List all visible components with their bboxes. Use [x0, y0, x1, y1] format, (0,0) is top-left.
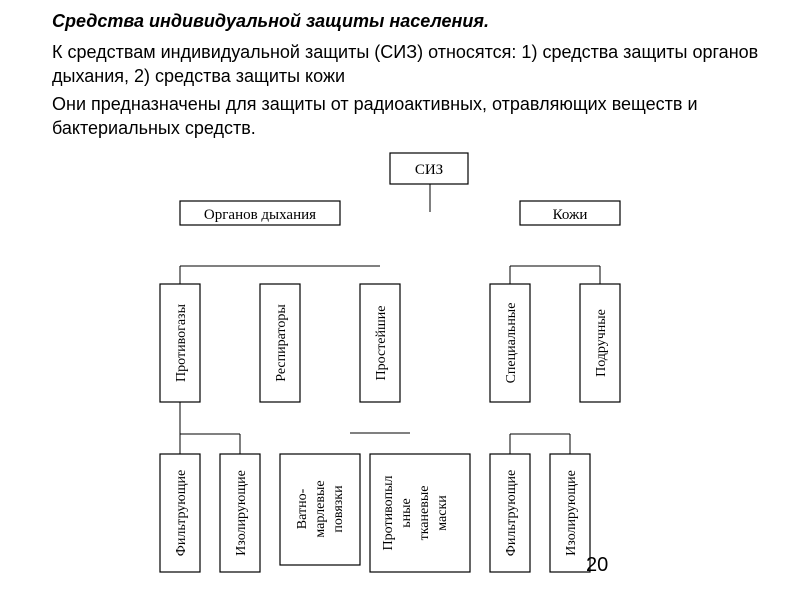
node-special-filtering-label: Фильтрующие	[504, 470, 519, 556]
node-gasmask-isolating: Изолирующие	[219, 453, 261, 573]
node-respirators: Респираторы	[259, 283, 301, 403]
page-number: 20	[586, 554, 609, 576]
node-special-filtering: Фильтрующие	[489, 453, 531, 573]
node-dust-masks-line-4: маски	[435, 495, 450, 531]
intro-paragraph: К средствам индивидуальной защиты (СИЗ) …	[52, 42, 759, 86]
node-dust-masks-line-3: тканевые	[417, 486, 432, 541]
node-breathing-label: Органов дыхания	[204, 207, 316, 223]
node-dust-masks: Противопыл ьные тканевые маски	[369, 453, 471, 573]
node-improvised-label: Подручные	[594, 309, 609, 377]
node-gasmask-filtering-label: Фильтрующие	[174, 470, 189, 556]
node-root: СИЗ	[389, 152, 469, 185]
node-root-label: СИЗ	[415, 162, 443, 178]
node-cotton-gauze-line-1: Ватно-	[295, 488, 310, 529]
node-special-isolating-label: Изолирующие	[564, 470, 579, 556]
node-dust-masks-line-1: Противопыл	[381, 476, 396, 551]
node-cotton-gauze-line-3: повязки	[331, 485, 346, 533]
node-gasmasks: Противогазы	[159, 283, 201, 403]
node-special-isolating: Изолирующие	[549, 453, 591, 573]
page-title: Средства индивидуальной защиты населения…	[52, 11, 489, 31]
node-special-label: Специальные	[504, 303, 519, 384]
node-dust-masks-line-2: ьные	[399, 498, 414, 528]
node-improvised: Подручные	[579, 283, 621, 403]
node-simple-label: Простейшие	[374, 306, 389, 381]
node-breathing: Органов дыхания	[179, 200, 341, 226]
node-skin: Кожи	[519, 200, 621, 226]
node-skin-label: Кожи	[553, 207, 588, 223]
node-gasmask-isolating-label: Изолирующие	[234, 470, 249, 556]
node-special: Специальные	[489, 283, 531, 403]
node-simple: Простейшие	[359, 283, 401, 403]
node-cotton-gauze: Ватно- марлевые повязки	[279, 453, 361, 566]
node-gasmasks-label: Противогазы	[174, 303, 189, 382]
node-gasmask-filtering: Фильтрующие	[159, 453, 201, 573]
text-content: Средства индивидуальной защиты населения…	[52, 10, 782, 144]
node-respirators-label: Респираторы	[274, 304, 289, 382]
purpose-paragraph: Они предназначены для защиты от радиоакт…	[52, 94, 698, 138]
node-cotton-gauze-line-2: марлевые	[313, 480, 328, 537]
